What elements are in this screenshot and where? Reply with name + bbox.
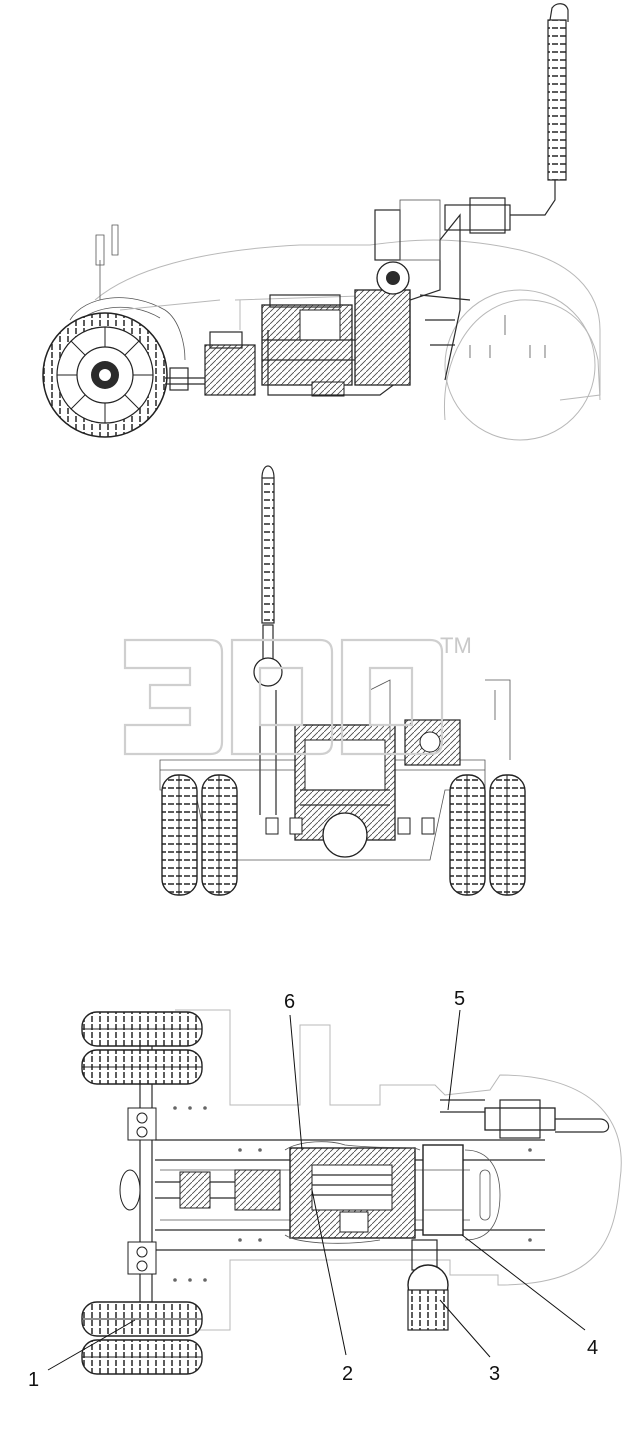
top-view: 1 2 3 4 5 6: [28, 988, 622, 1391]
callout-2-label: 2: [342, 1363, 353, 1385]
callout-3: 3: [439, 1299, 500, 1385]
engine-top: [289, 1147, 416, 1239]
callout-5: 5: [447, 988, 465, 1111]
callout-4: 4: [461, 1234, 598, 1359]
front-wheels-right: [449, 774, 526, 896]
callout-6: 6: [284, 991, 303, 1151]
side-view: [42, 3, 601, 441]
callout-1: 1: [28, 1319, 136, 1391]
trademark-mark: TM: [440, 633, 472, 658]
rear-wheels-top-pair-upper: [81, 1011, 203, 1085]
callout-6-label: 6: [284, 991, 295, 1013]
engine-side: [261, 294, 355, 397]
callout-1-label: 1: [28, 1369, 39, 1391]
callout-3-label: 3: [489, 1363, 500, 1385]
front-view: TM: [123, 465, 526, 896]
front-wheels-left: [161, 774, 238, 896]
callout-2: 2: [311, 1189, 353, 1385]
front-wheel-side: [42, 312, 168, 438]
callout-4-label: 4: [587, 1337, 598, 1359]
callout-5-label: 5: [454, 988, 465, 1010]
rear-wheels-top-pair-lower: [81, 1301, 203, 1375]
watermark-logo: TM: [123, 633, 472, 756]
